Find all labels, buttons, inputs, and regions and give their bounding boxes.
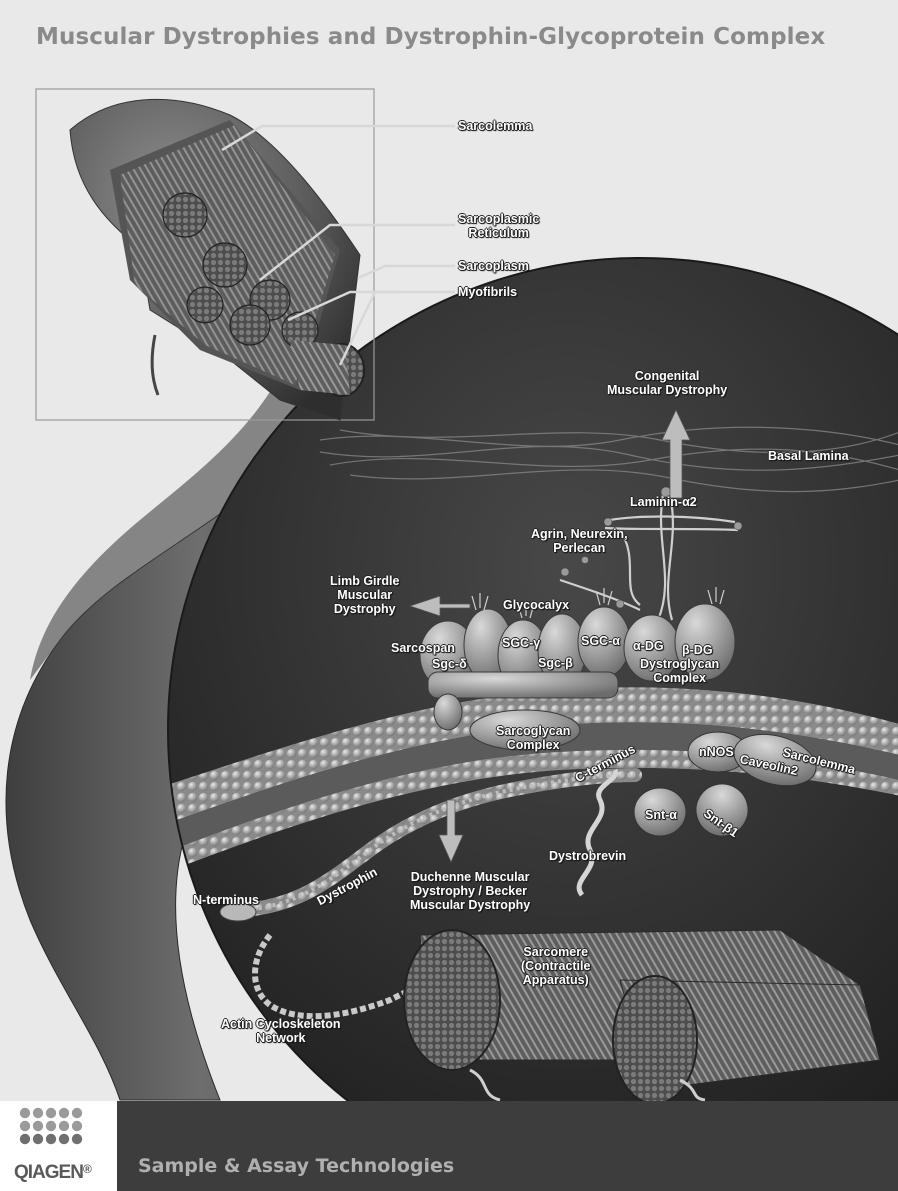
label-dystrobrevin: Dystrobrevin	[549, 849, 626, 863]
label-sarcospan: Sarcospan	[391, 641, 455, 655]
label-myofibrils: Myofibrils	[458, 285, 517, 299]
label-sarcoplasmic-reticulum: Sarcoplasmic Reticulum	[458, 212, 539, 240]
label-sgc-alpha: SGC-α	[581, 634, 620, 648]
label-alpha-dg: α-DG	[633, 639, 664, 653]
label-duchenne-becker: Duchenne Muscular Dystrophy / Becker Mus…	[410, 870, 530, 912]
label-sgc-delta: Sgc-δ	[432, 657, 467, 671]
label-glycocalyx: Glycocalyx	[503, 598, 569, 612]
page-title: Muscular Dystrophies and Dystrophin-Glyc…	[36, 24, 825, 50]
label-sarcoglycan-complex: Sarcoglycan Complex	[496, 724, 570, 752]
label-beta-dg: β-DG	[682, 643, 713, 657]
label-n-terminus: N-terminus	[193, 893, 259, 907]
label-basal-lamina: Basal Lamina	[768, 449, 849, 463]
label-congenital-muscular-dystrophy: Congenital Muscular Dystrophy	[607, 369, 727, 397]
footer-tagline: Sample & Assay Technologies	[138, 1155, 454, 1177]
label-dystroglycan-complex: Dystroglycan Complex	[640, 657, 719, 685]
label-laminin: Laminin-α2	[630, 495, 697, 509]
inset-fiber	[70, 99, 364, 420]
label-sgc-gamma: SGC-γ	[502, 636, 540, 650]
label-limb-girdle: Limb Girdle Muscular Dystrophy	[330, 574, 399, 616]
label-nnos: nNOS	[699, 745, 734, 759]
qiagen-logo: QIAGEN®	[14, 1162, 92, 1184]
qiagen-logo-mark	[20, 1108, 82, 1144]
label-sgc-beta: Sgc-β	[538, 656, 573, 670]
label-actin-network: Actin Cycloskeleton Network	[221, 1017, 340, 1045]
label-agrin-neurexin-perlecan: Agrin, Neurexin, Perlecan	[531, 527, 628, 555]
label-sarcoplasm: Sarcoplasm	[458, 259, 529, 273]
label-snt-alpha: Snt-α	[645, 808, 677, 822]
label-sarcomere: Sarcomere (Contractile Apparatus)	[521, 945, 590, 987]
footer-band	[0, 1101, 898, 1191]
label-sarcolemma-inset: Sarcolemma	[458, 119, 532, 133]
